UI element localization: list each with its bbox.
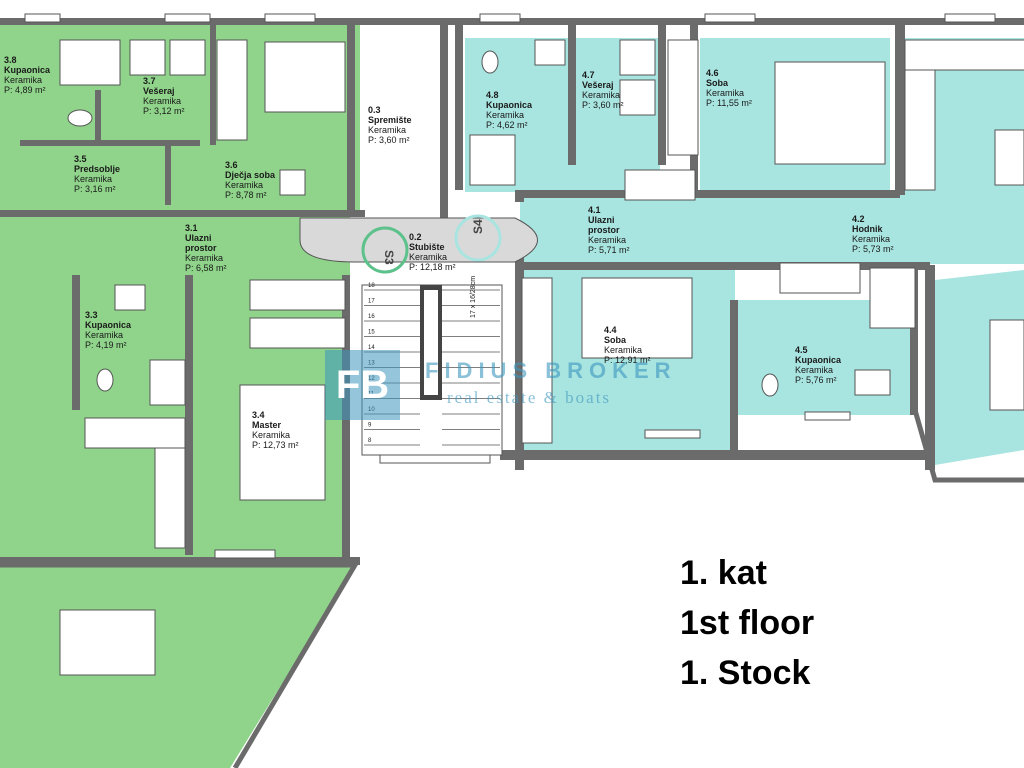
windows [24,13,996,559]
wardrobe-icon [624,169,696,201]
wardrobe-icon [779,262,861,294]
kitchen-counter-icon [84,417,186,449]
stair-tag-s3: S3 [382,250,396,265]
wardrobe-icon [249,279,346,311]
sink-icon [114,284,146,311]
toilet-icon [761,373,779,397]
floor-title-line-3: 1. Stock [680,654,811,692]
kitchen-counter-icon [904,39,1024,71]
wardrobe-icon [521,277,553,444]
watermark-logo: FB [335,363,390,407]
washing-machine-icon [169,39,206,76]
furniture [59,39,1024,676]
chair-icon [279,169,306,196]
stair-step-number: 18 [368,283,375,289]
toilet-icon [481,50,499,74]
sofa-icon [994,129,1024,186]
stair-step-number: 16 [368,314,375,320]
bed-icon [264,41,346,113]
stair-step-number: 15 [368,330,375,336]
staircase: S3 S4 18171615141312111098 [299,214,538,456]
dining-table-icon [59,609,156,676]
stair-dimension-note: 17 x 16/28cm [470,275,477,318]
washing-machine-icon [619,39,656,76]
wardrobe-icon [216,39,248,141]
toilet-icon [96,368,114,392]
sink-icon [854,369,891,396]
stair-step-number: 8 [368,438,372,444]
watermark-logo-box [325,350,400,420]
toilet-icon [67,109,93,127]
stair-step-number: 14 [368,345,375,351]
stair-marker-s3 [361,226,409,274]
shower-icon [149,359,186,406]
dining-table-icon [989,319,1024,411]
kitchen-counter-icon [904,69,936,191]
watermark-name: FIDIUS BROKER [425,358,677,383]
wardrobe-icon [667,39,699,156]
wardrobe-icon [249,317,346,349]
shower-icon [469,134,516,186]
floor-title-line-1: 1. kat [680,554,767,592]
shower-icon [59,39,121,86]
shower-icon [869,267,916,329]
washing-machine-icon [129,39,166,76]
stair-tag-s4: S4 [471,219,485,234]
watermark-tagline: real estate & boats [447,388,612,407]
balcony-railing [0,409,1024,768]
stair-marker-s4 [454,214,502,262]
bed-icon [774,61,886,165]
washing-machine-icon [619,79,656,116]
stair-step-number: 17 [368,299,375,305]
bed-icon [239,384,326,501]
floor-title-line-2: 1st floor [680,604,815,642]
storage-room-fill [362,64,444,214]
watermark: FB FIDIUS BROKER real estate & boats [325,350,695,420]
stair-step-number: 9 [368,423,372,429]
kitchen-counter-icon [154,447,186,549]
sink-icon [534,39,566,66]
bed-icon [581,277,693,359]
